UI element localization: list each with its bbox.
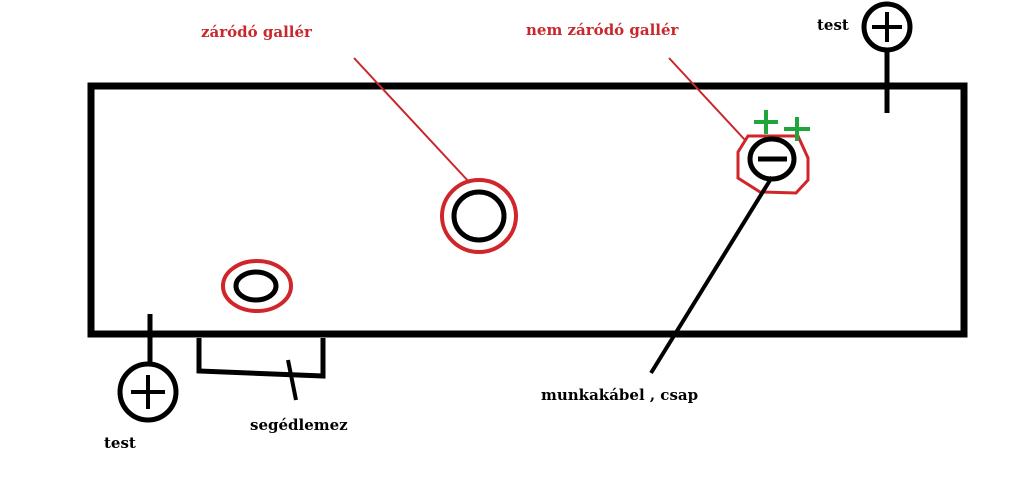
work-cable-label: munkakábel , csap [541, 386, 699, 404]
plus-icon [784, 117, 810, 141]
non-closing-collar-pointer [668, 57, 746, 141]
non-closing-collar-hole [736, 134, 810, 195]
work-cable-line [649, 175, 774, 375]
closing-collar-label: záródó gallér [201, 23, 312, 41]
closing-collar-hole [440, 178, 518, 254]
ground-label-bottom: test [104, 434, 136, 452]
circle-plus-icon [861, 1, 913, 53]
plus-icon [754, 110, 778, 134]
auxiliary-plate-pointer [286, 359, 298, 401]
circle-plus-icon [117, 361, 179, 423]
workpiece-plate [87, 82, 968, 338]
closing-collar-pointer [353, 57, 471, 184]
ground-label-top: test [817, 16, 849, 34]
auxiliary-plate [196, 338, 326, 379]
small-collar-hole [221, 259, 293, 313]
auxiliary-plate-label: segédlemez [250, 416, 348, 434]
non-closing-collar-label: nem záródó gallér [526, 21, 679, 39]
